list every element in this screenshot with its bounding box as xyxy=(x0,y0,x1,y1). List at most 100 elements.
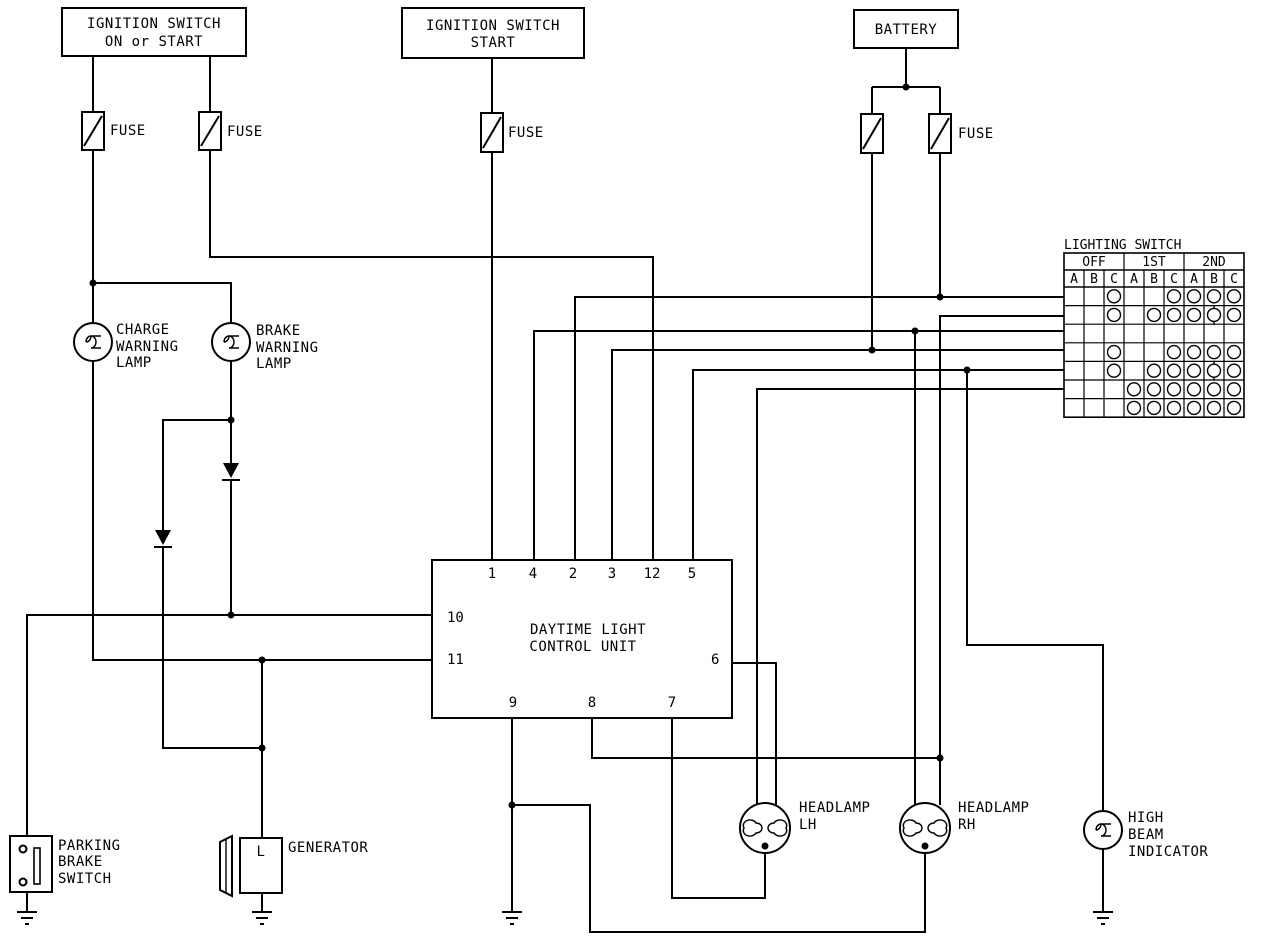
ground-icon xyxy=(502,911,522,925)
lighting-switch-contact xyxy=(1206,289,1222,304)
headlamp-lh: HEADLAMP LH xyxy=(739,800,870,854)
parking-label-3: SWITCH xyxy=(58,871,112,887)
charge-warning-lamp: CHARGE WARNING LAMP xyxy=(73,322,179,371)
lighting-switch-contact xyxy=(1186,307,1202,323)
pin-7: 7 xyxy=(668,695,676,711)
fuse-2-label: FUSE xyxy=(227,124,263,140)
ignition-switch-on-start: IGNITION SWITCH ON or START xyxy=(61,7,247,57)
ignition-on-start-label-1: IGNITION SWITCH xyxy=(87,16,221,32)
parking-label-2: BRAKE xyxy=(58,854,103,870)
parking-label-1: PARKING xyxy=(58,838,121,854)
lighting-switch-contact xyxy=(1186,363,1202,378)
fuse-5: FUSE xyxy=(928,113,994,154)
lighting-switch-contact xyxy=(1206,382,1222,397)
lighting-switch-contact xyxy=(1106,344,1122,360)
high-beam-indicator: HIGH BEAM INDICATOR xyxy=(1083,810,1208,860)
junctions xyxy=(89,83,971,809)
charge-label-3: LAMP xyxy=(116,355,152,371)
ground-symbols xyxy=(17,911,1113,925)
pin-10: 10 xyxy=(447,610,464,626)
fuse-2: FUSE xyxy=(198,111,263,151)
ignition-on-start-label-2: ON or START xyxy=(105,34,203,50)
headlamp-lh-label-1: HEADLAMP xyxy=(799,800,870,816)
fuse-3: FUSE xyxy=(480,112,544,153)
lighting-switch-column-label: A xyxy=(1070,272,1078,287)
dlcu-label-2: CONTROL UNIT xyxy=(529,639,636,655)
brake-label-2: WARNING xyxy=(256,340,319,356)
generator-terminal-label: L xyxy=(257,844,266,860)
headlamp-rh-label-2: RH xyxy=(958,817,976,833)
diode-1 xyxy=(222,463,240,481)
ignition-switch-start: IGNITION SWITCH START xyxy=(401,7,585,59)
lighting-switch-contact xyxy=(1226,344,1242,360)
lighting-switch-contact xyxy=(1146,363,1162,378)
pin-9: 9 xyxy=(509,695,517,711)
brake-warning-lamp: BRAKE WARNING LAMP xyxy=(211,322,319,372)
pin-2: 2 xyxy=(569,566,577,582)
lighting-switch-contact xyxy=(1226,400,1242,416)
pin-11: 11 xyxy=(447,652,464,668)
dlcu-label-1: DAYTIME LIGHT xyxy=(530,622,646,638)
pin-5: 5 xyxy=(688,566,696,582)
lighting-switch-contact xyxy=(1106,307,1122,323)
lighting-switch-column-label: B xyxy=(1090,272,1098,287)
lighting-switch-column-label: A xyxy=(1130,272,1138,287)
lighting-switch-contact xyxy=(1106,363,1122,378)
lighting-switch-position-label: 2ND xyxy=(1202,255,1226,270)
hbi-label-1: HIGH xyxy=(1128,810,1164,826)
brake-label-1: BRAKE xyxy=(256,323,301,339)
generator: L GENERATOR xyxy=(219,834,368,898)
battery: BATTERY xyxy=(853,9,959,49)
lighting-switch-position-label: OFF xyxy=(1082,255,1106,270)
lighting-switch-contact xyxy=(1206,400,1222,416)
hbi-label-3: INDICATOR xyxy=(1128,844,1208,860)
lighting-switch-contact xyxy=(1166,344,1182,360)
fuse-4 xyxy=(860,113,884,154)
fuse-1-label: FUSE xyxy=(110,123,146,139)
lighting-switch-contact xyxy=(1146,382,1162,397)
ignition-start-label-2: START xyxy=(471,35,516,51)
headlamp-lh-label-2: LH xyxy=(799,817,817,833)
lighting-switch-contact xyxy=(1166,400,1182,416)
battery-label: BATTERY xyxy=(875,22,938,38)
lighting-switch-contact xyxy=(1226,363,1242,378)
pin-3: 3 xyxy=(608,566,616,582)
lighting-switch-contact xyxy=(1186,382,1202,397)
lighting-switch-contact xyxy=(1146,400,1162,416)
lighting-switch-contact xyxy=(1126,382,1142,397)
daytime-light-control-unit: DAYTIME LIGHT CONTROL UNIT 1 4 2 3 12 5 … xyxy=(431,559,733,719)
charge-label-2: WARNING xyxy=(116,339,179,355)
lighting-switch-contact xyxy=(1166,382,1182,397)
pin-12: 12 xyxy=(644,566,661,582)
lighting-switch-contact xyxy=(1206,344,1222,360)
pin-6: 6 xyxy=(711,652,719,668)
lighting-switch-contact xyxy=(1206,307,1222,323)
pin-1: 1 xyxy=(488,566,496,582)
charge-label-1: CHARGE xyxy=(116,322,170,338)
ground-icon xyxy=(17,911,37,925)
lighting-switch-contact xyxy=(1186,344,1202,360)
lighting-switch-column-label: A xyxy=(1190,272,1198,287)
lighting-switch-column-label: B xyxy=(1150,272,1158,287)
pin-8: 8 xyxy=(588,695,596,711)
fuse-1: FUSE xyxy=(81,111,146,151)
lighting-switch-contact xyxy=(1146,307,1162,323)
fuse-5-label: FUSE xyxy=(958,126,994,142)
lighting-switch-column-label: B xyxy=(1210,272,1218,287)
headlamp-rh-label-1: HEADLAMP xyxy=(958,800,1029,816)
lighting-switch-contact xyxy=(1226,289,1242,304)
lighting-switch-column-label: C xyxy=(1230,272,1238,287)
lighting-switch-contact xyxy=(1206,363,1222,378)
headlamp-rh: HEADLAMP RH xyxy=(899,800,1029,854)
lighting-switch-contact xyxy=(1186,400,1202,416)
parking-brake-switch: PARKING BRAKE SWITCH xyxy=(9,835,121,893)
lighting-switch-column-label: C xyxy=(1110,272,1118,287)
fuse-3-label: FUSE xyxy=(508,125,544,141)
lighting-switch-contact xyxy=(1166,289,1182,304)
lighting-switch-contact xyxy=(1186,289,1202,304)
lighting-switch-title: LIGHTING SWITCH xyxy=(1064,238,1181,253)
lighting-switch-contact xyxy=(1166,307,1182,323)
